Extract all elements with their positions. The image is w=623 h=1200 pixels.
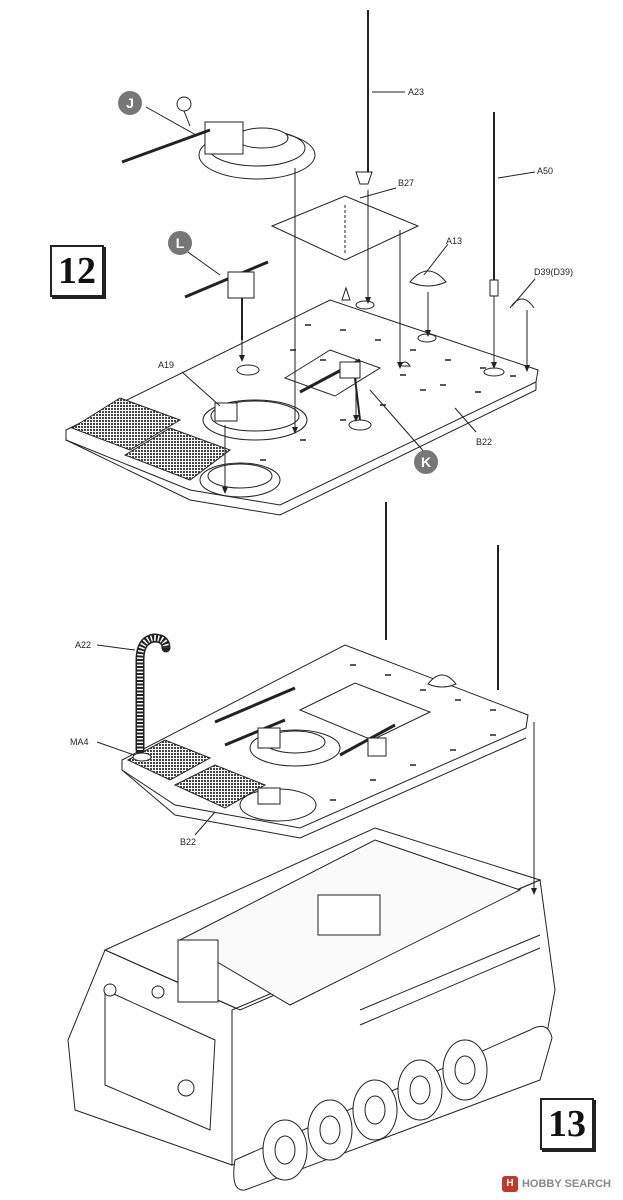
road-wheels — [262, 1039, 488, 1181]
callout-k: K — [414, 450, 438, 474]
interior-panel — [177, 939, 219, 1003]
callout-j-letter: J — [126, 95, 134, 111]
hose-a22 — [132, 633, 171, 762]
watermark-text: HOBBY SEARCH — [521, 1178, 611, 1190]
antenna-base-left — [341, 286, 351, 301]
mount-a13 — [417, 333, 437, 343]
deck-rivets-top — [260, 324, 516, 461]
label-d39: D39(D39) — [534, 267, 573, 277]
label-a22: A22 — [75, 640, 91, 650]
rear-hatch-ring — [199, 462, 281, 498]
deck-rivets-bottom — [330, 664, 496, 801]
step13-antennas — [385, 502, 499, 690]
label-b22-top: B22 — [476, 437, 492, 447]
label-ma4: MA4 — [70, 737, 89, 747]
mg-l — [184, 260, 269, 340]
callout-j: J — [118, 91, 142, 115]
hobby-search-logo-icon: H — [501, 1176, 518, 1192]
mount-a23 — [355, 300, 375, 310]
step-number-12: 12 — [50, 245, 104, 297]
label-a23: A23 — [408, 87, 424, 97]
label-a19: A19 — [158, 360, 174, 370]
front-hub — [177, 1079, 195, 1097]
step13-arrows — [96, 644, 535, 890]
center-hatch-top — [283, 349, 382, 397]
callout-l-letter: L — [176, 235, 185, 251]
step12-arrowheads — [222, 297, 530, 494]
step12-arrows — [145, 91, 536, 490]
dome-a13 — [409, 270, 447, 287]
label-b27: B27 — [398, 178, 414, 188]
grate-left — [70, 397, 182, 451]
antenna-base-a23 — [355, 171, 373, 185]
mg-deck-1 — [214, 686, 296, 724]
label-b22-bottom: B22 — [180, 837, 196, 847]
label-a13: A13 — [446, 236, 462, 246]
callout-k-letter: K — [421, 454, 431, 470]
callout-l: L — [168, 231, 192, 255]
grate-bottom-left — [126, 739, 212, 781]
side-rail — [359, 934, 541, 1026]
hull — [67, 827, 556, 1191]
step12-assembly — [65, 96, 539, 516]
mount-k — [348, 419, 372, 431]
center-hatch-bottom — [298, 682, 432, 741]
watermark: H HOBBY SEARCH — [501, 1174, 611, 1194]
mount-a50 — [483, 367, 505, 377]
mg-deck-2 — [224, 718, 286, 747]
grate-center — [123, 427, 232, 481]
interior-box — [317, 894, 381, 936]
step-number-13: 13 — [540, 1098, 594, 1150]
front-lamp-right — [151, 985, 165, 999]
label-a50: A50 — [537, 166, 553, 176]
mount-ma4 — [132, 752, 152, 762]
dome-bottom — [427, 674, 457, 688]
step12-antennas — [367, 10, 499, 297]
step13-arrowhead — [531, 888, 537, 895]
step13-deck — [121, 644, 529, 839]
turret-j — [121, 96, 316, 180]
mount-l — [236, 364, 260, 376]
front-lamp-left — [103, 983, 117, 997]
grate-bottom-center — [173, 764, 267, 809]
